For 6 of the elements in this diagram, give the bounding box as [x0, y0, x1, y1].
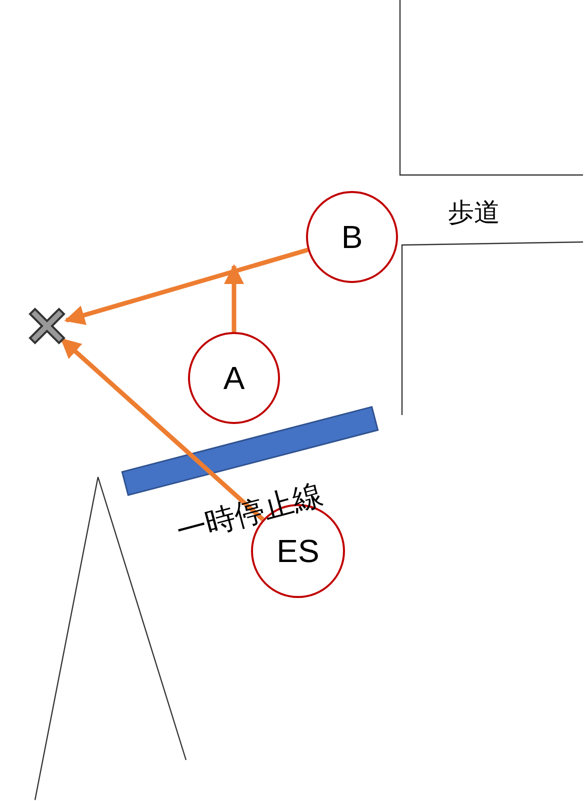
cross-icon: [27, 306, 67, 346]
labeled-circle: A: [188, 332, 280, 424]
labeled-circle: B: [306, 191, 398, 283]
arrow: [224, 264, 244, 332]
sidewalk-label: 歩道: [448, 197, 500, 230]
arrow: [60, 338, 264, 522]
